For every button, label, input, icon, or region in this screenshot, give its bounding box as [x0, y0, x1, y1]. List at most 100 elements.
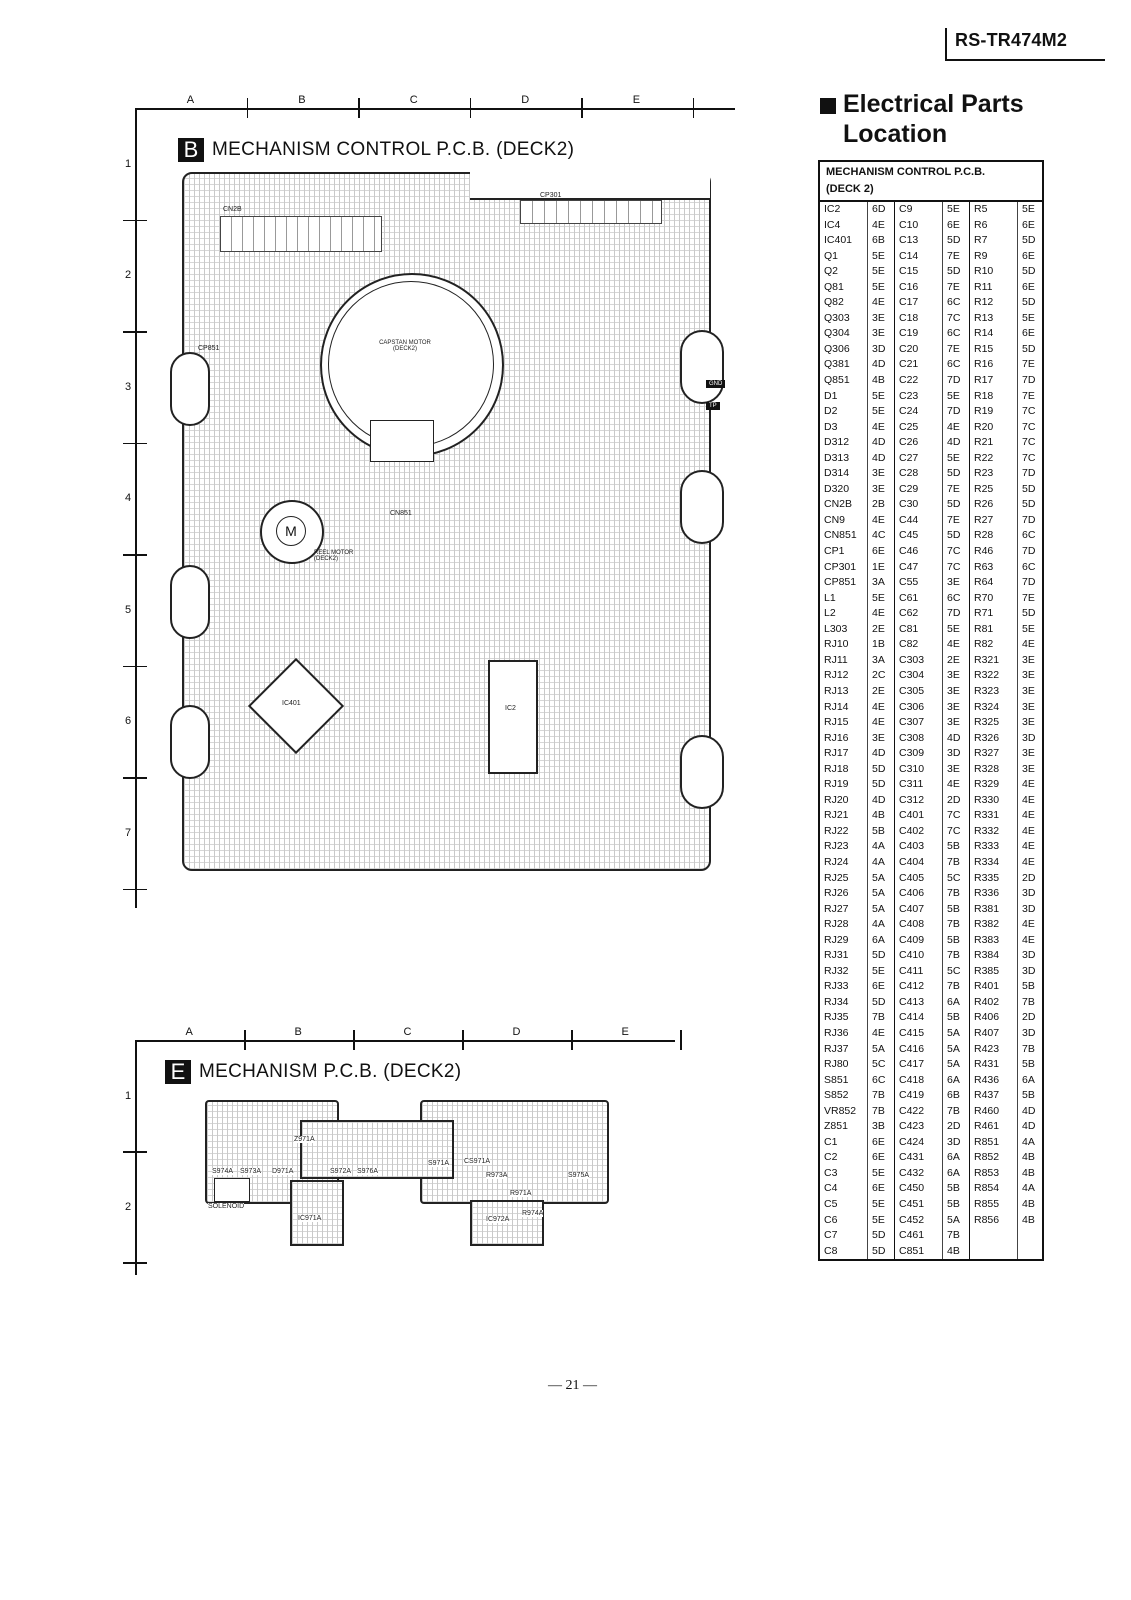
part-location: 4A: [1022, 1182, 1035, 1195]
part-location: 7D: [947, 374, 961, 387]
part-ref: Q306: [824, 342, 850, 355]
part-ref: R423: [974, 1042, 1000, 1055]
board-notch: [170, 705, 210, 779]
part-location: 7D: [1022, 576, 1036, 589]
part-location: 7B: [947, 918, 960, 931]
part-ref: RJ14: [824, 700, 849, 713]
grid-top-line: [135, 108, 735, 110]
connector-cn2b: [220, 216, 382, 252]
part-location: 2E: [872, 684, 885, 697]
part-ref: C26: [899, 436, 919, 449]
part-location: 7C: [947, 824, 961, 837]
part-ref: R82: [974, 638, 994, 651]
part-location: 4E: [872, 420, 885, 433]
part-location: 4B: [1022, 1198, 1035, 1210]
part-ref: R18: [974, 389, 994, 402]
part-ref: IC401: [824, 234, 853, 247]
grid-row-tick: [123, 777, 147, 779]
part-ref: C10: [899, 218, 919, 231]
parts-table-title: MECHANISM CONTROL P.C.B.: [826, 166, 986, 178]
part-ref: C24: [899, 405, 919, 418]
part-location: 7E: [947, 482, 960, 495]
part-ref: RJ23: [824, 840, 849, 853]
part-ref: C401: [899, 809, 925, 822]
part-ref: C306: [899, 700, 925, 713]
board-notch: [680, 735, 724, 809]
part-ref: C29: [899, 482, 919, 495]
part-ref: R855: [974, 1198, 1000, 1210]
part-ref: R325: [974, 716, 1000, 729]
reel-motor-label: REEL MOTOR (DECK2): [314, 550, 354, 562]
part-location: 3E: [1022, 669, 1035, 682]
grid-left-line: [135, 1040, 137, 1275]
part-location: 5B: [947, 902, 960, 915]
part-ref: R71: [974, 607, 994, 620]
grid-row-label: 1: [125, 157, 132, 170]
part-location: 2E: [872, 622, 885, 635]
part-location: 6E: [947, 218, 960, 231]
part-ref: R321: [974, 653, 1000, 666]
part-ref: C308: [899, 731, 925, 744]
part-ref: R330: [974, 793, 1000, 806]
part-location: 4B: [1022, 1166, 1035, 1179]
part-ref: R17: [974, 374, 994, 387]
part-ref: R10: [974, 265, 994, 278]
grid-row-label: 1: [125, 1089, 132, 1102]
part-location: 7D: [1022, 374, 1036, 387]
part-ref: R333: [974, 840, 1000, 853]
part-location: 5A: [947, 1213, 960, 1226]
part-location: 4D: [872, 451, 886, 464]
part-location: 6A: [872, 933, 885, 946]
part-ref: C409: [899, 933, 925, 946]
part-ref: R28: [974, 529, 994, 542]
part-ref: RJ33: [824, 980, 849, 993]
grid-col-tick: [246, 98, 248, 118]
part-ref: CN9: [824, 513, 846, 526]
part-ref: R63: [974, 560, 994, 573]
part-ref: RJ34: [824, 995, 849, 1008]
part-ref: R326: [974, 731, 1000, 744]
part-location: 3E: [872, 482, 885, 495]
part-ref: Q303: [824, 311, 850, 324]
part-ref: R853: [974, 1166, 1000, 1179]
grid-col-tick: [571, 1030, 573, 1050]
capstan-motor-inner: [328, 281, 494, 447]
label-cp301: CP301: [540, 192, 562, 199]
part-ref: R436: [974, 1073, 1000, 1086]
part-location: 3D: [1022, 1026, 1036, 1039]
part-location: 4D: [872, 747, 886, 760]
parts-table-header: MECHANISM CONTROL P.C.B. (DECK 2): [820, 162, 1042, 202]
part-location: 5D: [1022, 482, 1036, 495]
part-ref: C13: [899, 234, 919, 247]
part-ref: RJ19: [824, 778, 849, 791]
part-location: 6E: [872, 545, 885, 558]
part-location: 7E: [947, 342, 960, 355]
part-ref: C402: [899, 824, 925, 837]
part-ref: C423: [899, 1120, 925, 1133]
part-ref: RJ16: [824, 731, 849, 744]
part-location: 5D: [947, 529, 961, 542]
part-ref: C312: [899, 793, 925, 806]
part-location: 5E: [872, 1166, 885, 1179]
part-ref: C432: [899, 1166, 925, 1179]
part-location: 5D: [947, 498, 961, 511]
part-location: 5A: [872, 887, 885, 900]
part-ref: C422: [899, 1104, 925, 1117]
grid-col-tick: [244, 1030, 246, 1050]
part-location: 7C: [1022, 436, 1036, 449]
part-ref: Q304: [824, 327, 850, 340]
part-ref: R335: [974, 871, 1000, 884]
label-cn2b: CN2B: [223, 206, 242, 213]
part-location: 7E: [947, 280, 960, 293]
grid-row-label: 3: [125, 380, 132, 393]
label-solenoid: SOLENOID: [208, 1203, 245, 1210]
part-location: 3E: [1022, 684, 1035, 697]
part-location: 3A: [872, 576, 885, 589]
part-location: 7B: [872, 1104, 885, 1117]
part-ref: R406: [974, 1011, 1000, 1024]
part-location: 6A: [947, 995, 960, 1008]
part-location: 5A: [947, 1058, 960, 1071]
part-ref: C61: [899, 591, 919, 604]
grid-col-tick: [581, 98, 583, 118]
